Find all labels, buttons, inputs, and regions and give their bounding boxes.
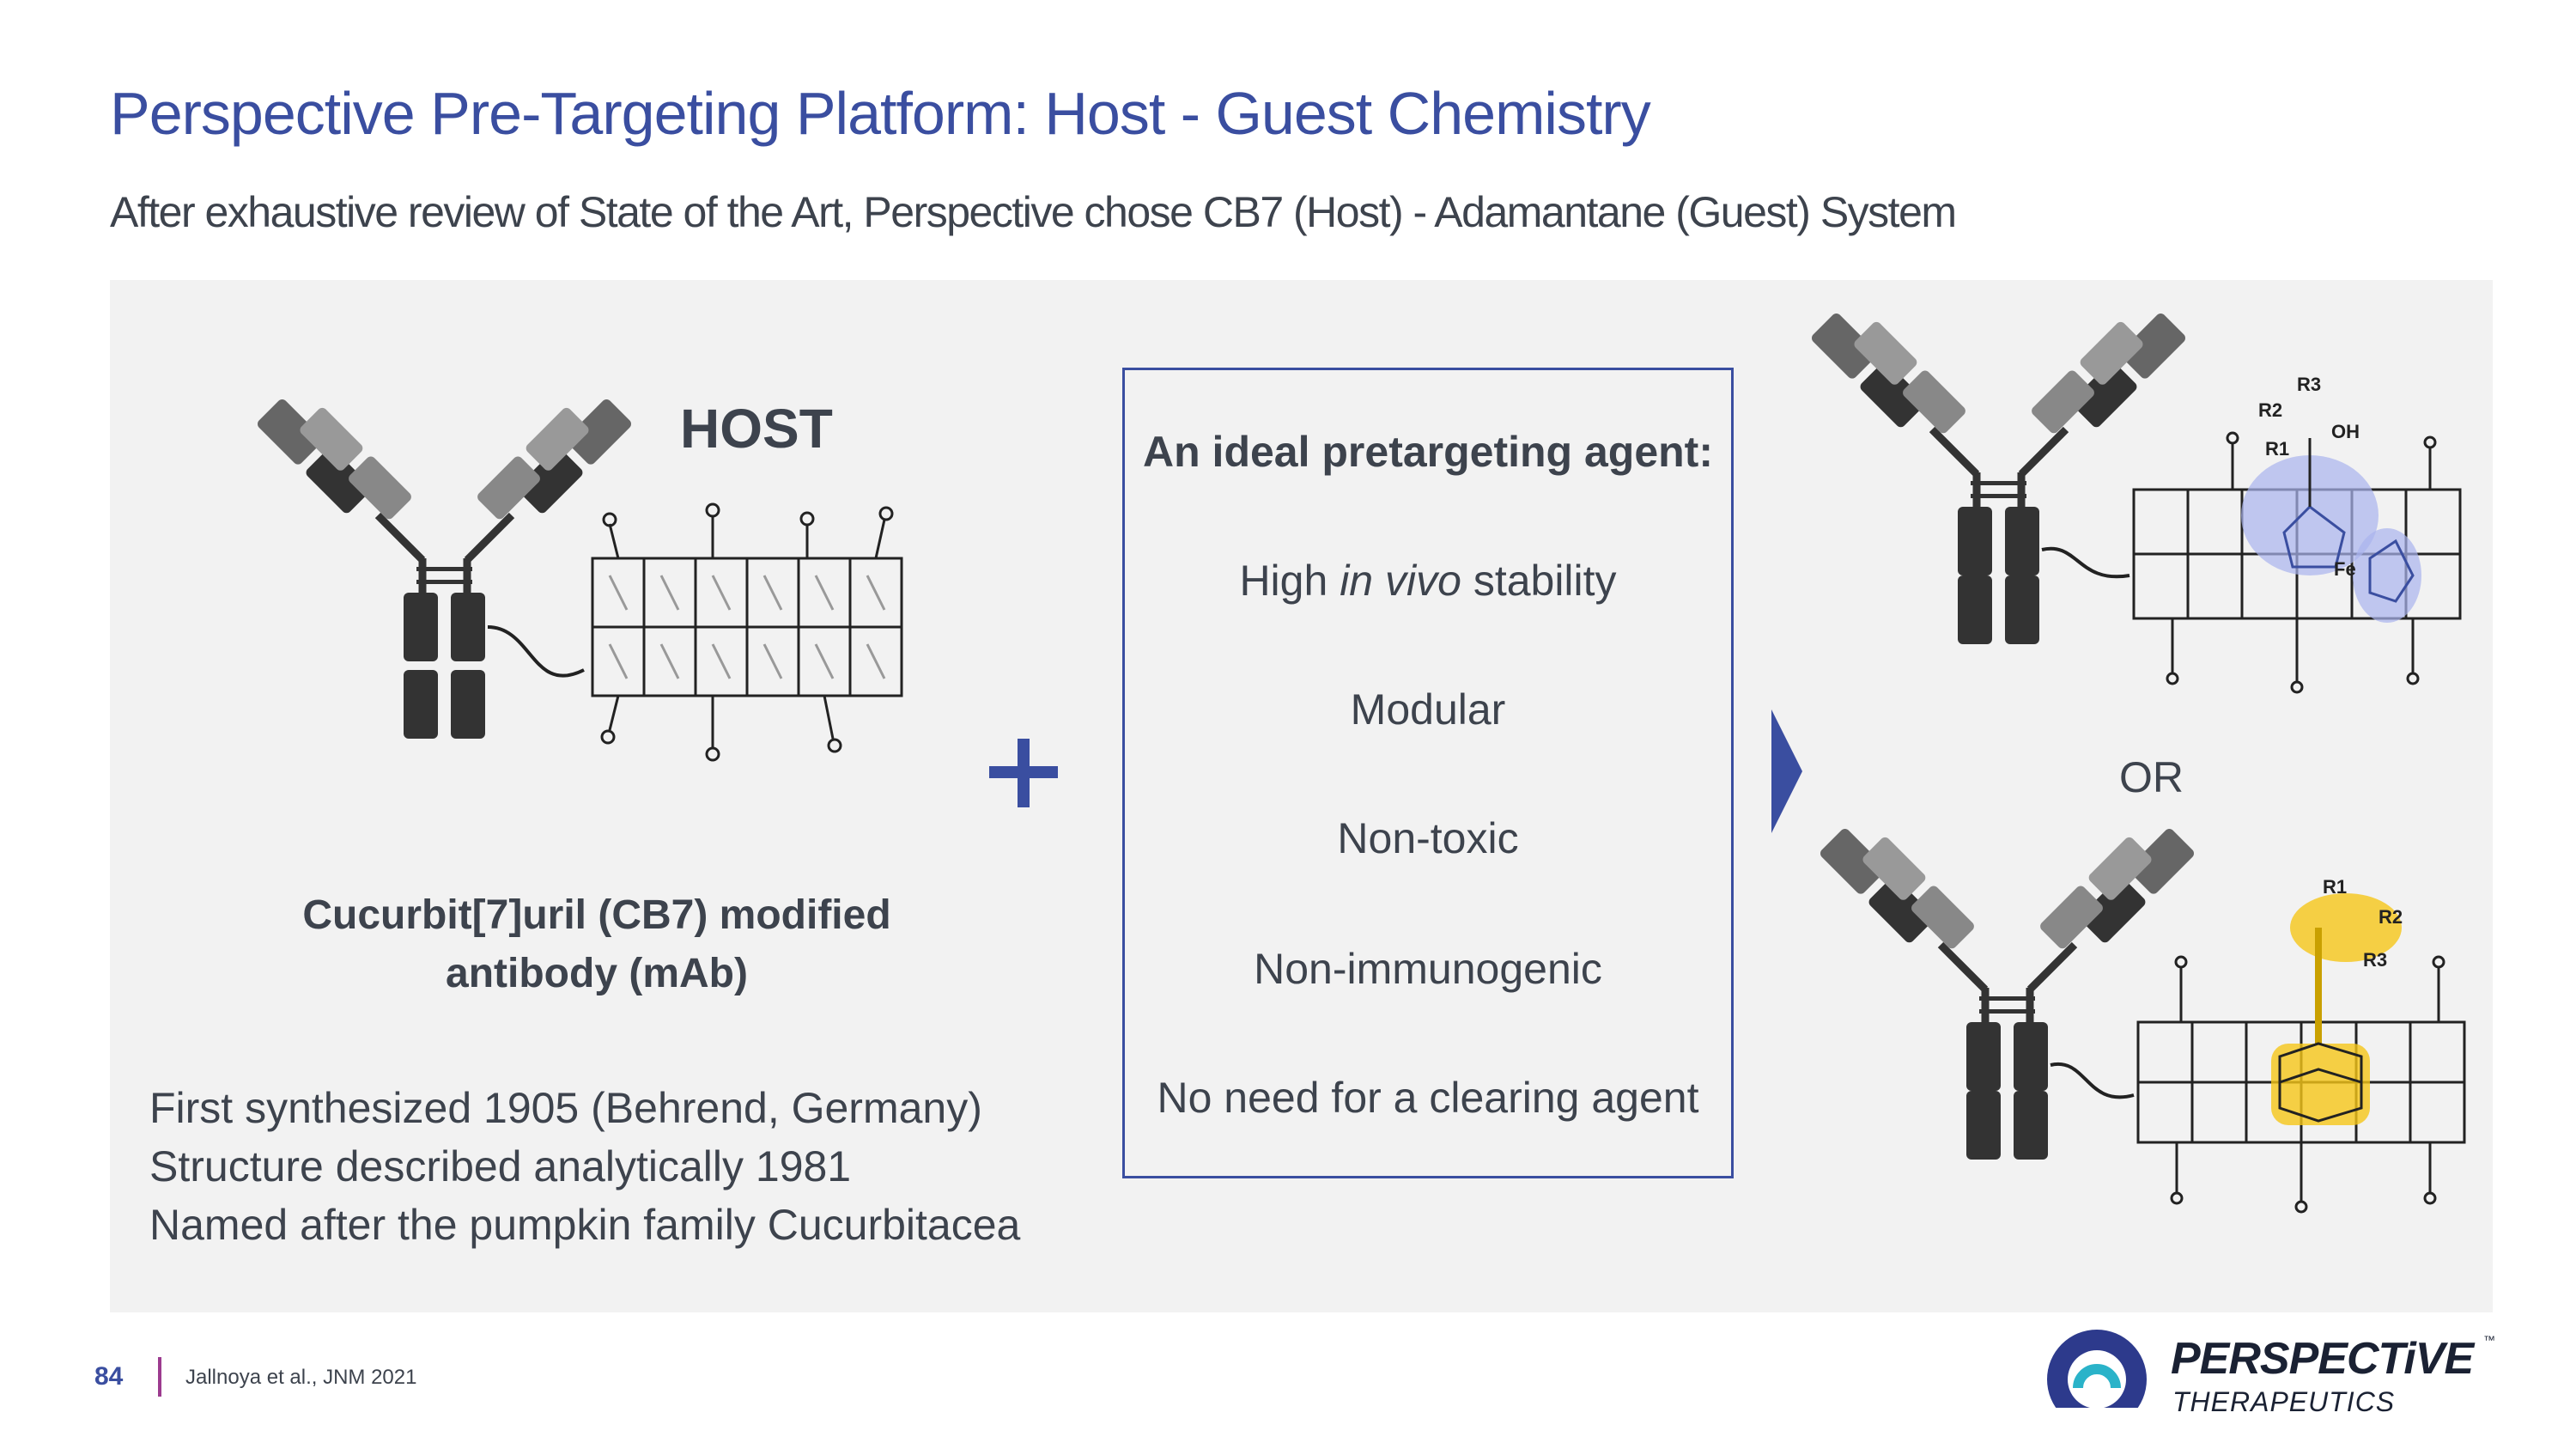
page-number: 84: [94, 1362, 124, 1391]
footer-reference: Jallnoya et al., JNM 2021: [185, 1366, 417, 1389]
label-r1: R1: [2323, 876, 2347, 898]
criteria-item-non-immunogenic: Non-immunogenic: [1254, 945, 1602, 993]
antibody-cb7-ferrocene-complex: R2 R3 R1 OH Fe: [1812, 314, 2462, 694]
cb7-caption: Cucurbit[7]uril (CB7) modified antibody …: [258, 886, 936, 1003]
antibody-cb7-adamantane-complex: R1 R2 R3: [1820, 829, 2466, 1214]
label-r2: R2: [2258, 399, 2282, 421]
label-fe: Fe: [2334, 558, 2356, 580]
criteria-item-stability: High in vivo stability: [1239, 557, 1617, 605]
slide-subtitle: After exhaustive review of State of the …: [110, 188, 1957, 236]
slide-title: Perspective Pre-Targeting Platform: Host…: [110, 80, 1651, 147]
perspective-logo-mark-icon: [2044, 1330, 2150, 1429]
fact-item: Named after the pumpkin family Cucurbita…: [149, 1201, 1021, 1249]
fact-item: Structure described analytically 1981: [149, 1142, 852, 1190]
linker-line: [2050, 1062, 2135, 1099]
antibody-icon: [1820, 829, 2194, 1160]
linker-line: [487, 625, 585, 678]
label-r3: R3: [2363, 949, 2387, 971]
label-oh: OH: [2331, 421, 2360, 442]
criteria-title: An ideal pretargeting agent:: [1143, 428, 1713, 476]
criteria-item-non-toxic: Non-toxic: [1337, 814, 1519, 862]
linker-line: [2041, 546, 2130, 579]
plus-icon: [989, 739, 1058, 807]
cb7-caption-line1: Cucurbit[7]uril (CB7) modified: [302, 892, 891, 938]
ferrocene-guest-icon: [2241, 438, 2421, 623]
adamantane-guest-icon: [2271, 893, 2402, 1125]
arrow-right-icon: [1771, 709, 1802, 833]
label-r2: R2: [2379, 906, 2403, 928]
criteria-item-no-clearing-agent: No need for a clearing agent: [1157, 1074, 1699, 1122]
antibody-icon: [258, 399, 631, 739]
criteria-item-modular: Modular: [1350, 685, 1506, 734]
host-antibody-cb7-illustration: [258, 399, 903, 762]
logo-brand-text: PERSPECTiVE: [2171, 1334, 2474, 1384]
fact-item: First synthesized 1905 (Behrend, Germany…: [149, 1084, 982, 1132]
host-label: HOST: [680, 398, 833, 460]
label-r1: R1: [2265, 438, 2289, 460]
logo-subtitle-text: THERAPEUTICS: [2172, 1386, 2396, 1417]
perspective-logo: PERSPECTiVE ™ THERAPEUTICS: [2044, 1326, 2524, 1429]
cb7-caption-line2: antibody (mAb): [446, 951, 748, 996]
pretargeting-criteria-box: An ideal pretargeting agent: High in viv…: [1122, 368, 1734, 1178]
antibody-icon: [1812, 314, 2185, 644]
label-r3: R3: [2297, 374, 2321, 395]
cb7-molecule-icon: [591, 502, 903, 762]
logo-trademark: ™: [2483, 1333, 2495, 1347]
cb7-facts-list: First synthesized 1905 (Behrend, Germany…: [149, 1079, 1020, 1254]
footer-divider: [158, 1357, 161, 1397]
or-label: OR: [2119, 753, 2184, 801]
